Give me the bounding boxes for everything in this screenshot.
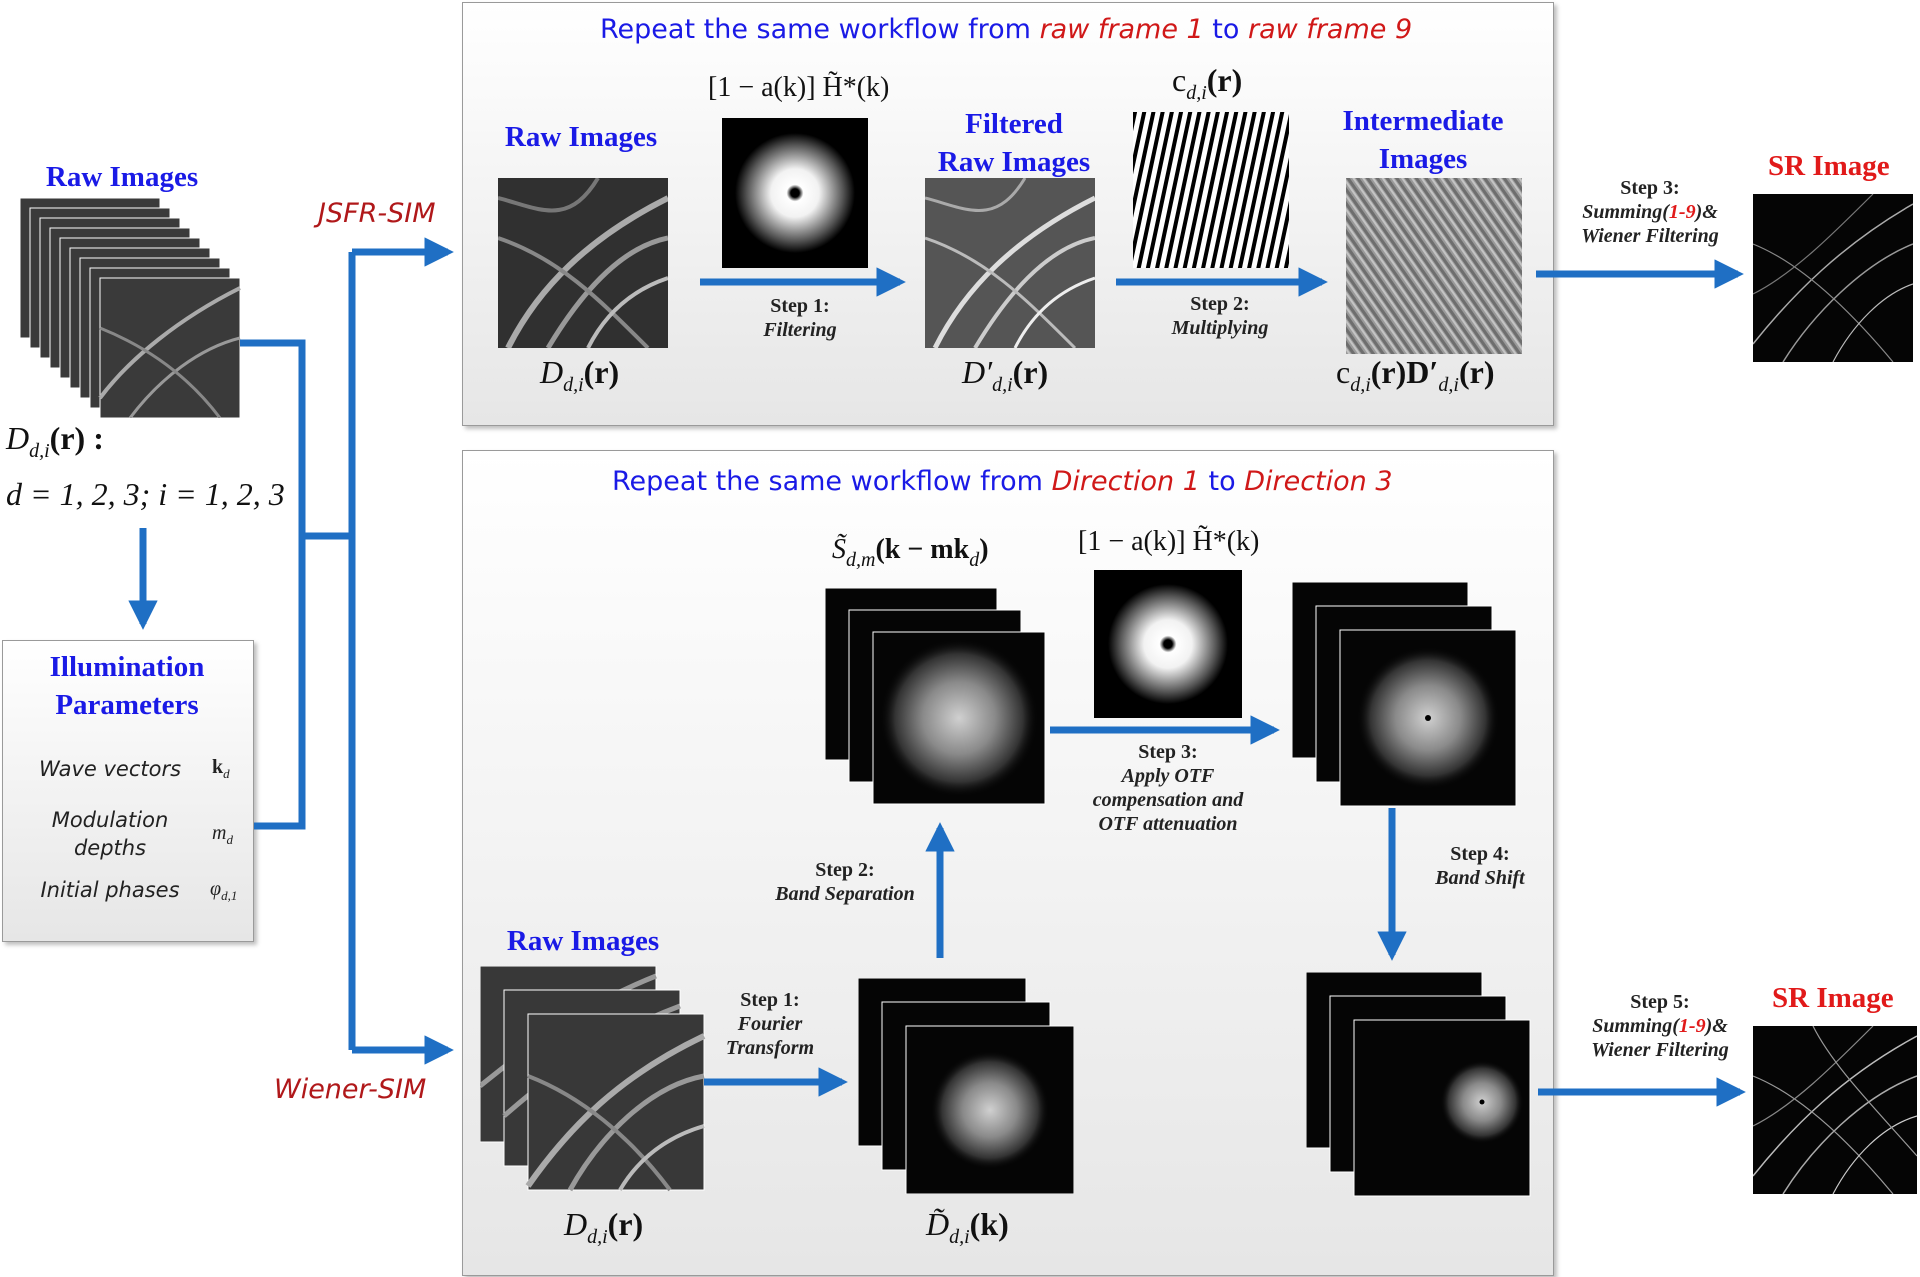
wiener-fourier-stack bbox=[858, 978, 1074, 1194]
left-formula-1: Dd,i(r) : bbox=[6, 420, 104, 462]
jsfr-sr-title: SR Image bbox=[1768, 150, 1890, 182]
wiener-sr-title: SR Image bbox=[1772, 982, 1894, 1014]
method-label-wiener: Wiener-SIM bbox=[274, 1074, 427, 1105]
jsfr-pattern-image bbox=[1133, 112, 1289, 268]
jsfr-c-formula: cd,i(r) bbox=[1172, 62, 1243, 104]
param-wave-vectors-symbol: kd bbox=[212, 756, 230, 781]
param-initial-phases: Initial phases bbox=[40, 878, 180, 902]
jsfr-filter-formula: [1 − a(k)] H̃*(k) bbox=[708, 72, 890, 103]
wiener-filter-image bbox=[1094, 570, 1242, 718]
param-initial-phases-symbol: φd,1 bbox=[210, 878, 238, 903]
jsfr-step3-label: Step 3: Summing(1-9)& Wiener Filtering bbox=[1581, 177, 1719, 247]
wiener-fourier-label: D̃d,i(k) bbox=[926, 1206, 1009, 1248]
illumination-parameters-box bbox=[2, 640, 254, 942]
wiener-step5-label: Step 5: Summing(1-9)& Wiener Filtering bbox=[1591, 991, 1729, 1061]
jsfr-intermediate-image bbox=[1346, 178, 1522, 354]
jsfr-raw-images-title: Raw Images bbox=[504, 121, 658, 153]
wiener-step2-label: Step 2: Band Separation bbox=[775, 859, 915, 905]
wiener-sr-image bbox=[1753, 1026, 1917, 1194]
wiener-raw-images-title: Raw Images bbox=[506, 925, 660, 957]
jsfr-step1-label: Step 1:Filtering bbox=[763, 295, 837, 341]
param-wave-vectors: Wave vectors bbox=[38, 757, 182, 781]
param-modulation-symbol: md bbox=[212, 822, 233, 847]
wiener-filter-formula: [1 − a(k)] H̃*(k) bbox=[1078, 526, 1260, 557]
wiener-raw-stack bbox=[480, 966, 706, 1192]
wiener-step1-label: Step 1: Fourier Transform bbox=[725, 989, 815, 1059]
wiener-raw-label: Dd,i(r) bbox=[564, 1206, 644, 1248]
jsfr-raw-image bbox=[498, 178, 668, 348]
wiener-separated-label: S̃d,m(k − mkd) bbox=[832, 534, 989, 571]
jsfr-filtered-label: D′d,i(r) bbox=[962, 354, 1049, 396]
jsfr-repeat-caption: Repeat the same workflow from raw frame … bbox=[600, 14, 1413, 45]
jsfr-intermediate-label: cd,i(r)D′d,i(r) bbox=[1336, 354, 1495, 396]
jsfr-raw-label: Dd,i(r) bbox=[540, 354, 620, 396]
wiener-shifted-stack bbox=[1306, 972, 1531, 1197]
wiener-separated-stack bbox=[825, 588, 1046, 805]
connector-params-to-branch bbox=[254, 536, 306, 830]
connector-raw-to-branch bbox=[240, 339, 306, 536]
wiener-step3-label: Step 3: Apply OTF compensation and OTF a… bbox=[1092, 741, 1244, 835]
jsfr-filtered-image bbox=[925, 178, 1095, 348]
wiener-repeat-caption: Repeat the same workflow from Direction … bbox=[612, 466, 1393, 497]
left-raw-images-title: Raw Images bbox=[45, 161, 199, 193]
left-raw-stack bbox=[20, 198, 241, 418]
jsfr-filter-image bbox=[722, 118, 868, 268]
wiener-step4-label: Step 4: Band Shift bbox=[1435, 843, 1525, 889]
jsfr-step2-label: Step 2:Multiplying bbox=[1171, 293, 1269, 339]
method-label-jsfr: JSFR-SIM bbox=[318, 198, 436, 229]
jsfr-sr-image bbox=[1753, 194, 1913, 362]
left-formula-2: d = 1, 2, 3; i = 1, 2, 3 bbox=[6, 476, 285, 512]
wiener-compensated-stack bbox=[1292, 582, 1517, 807]
